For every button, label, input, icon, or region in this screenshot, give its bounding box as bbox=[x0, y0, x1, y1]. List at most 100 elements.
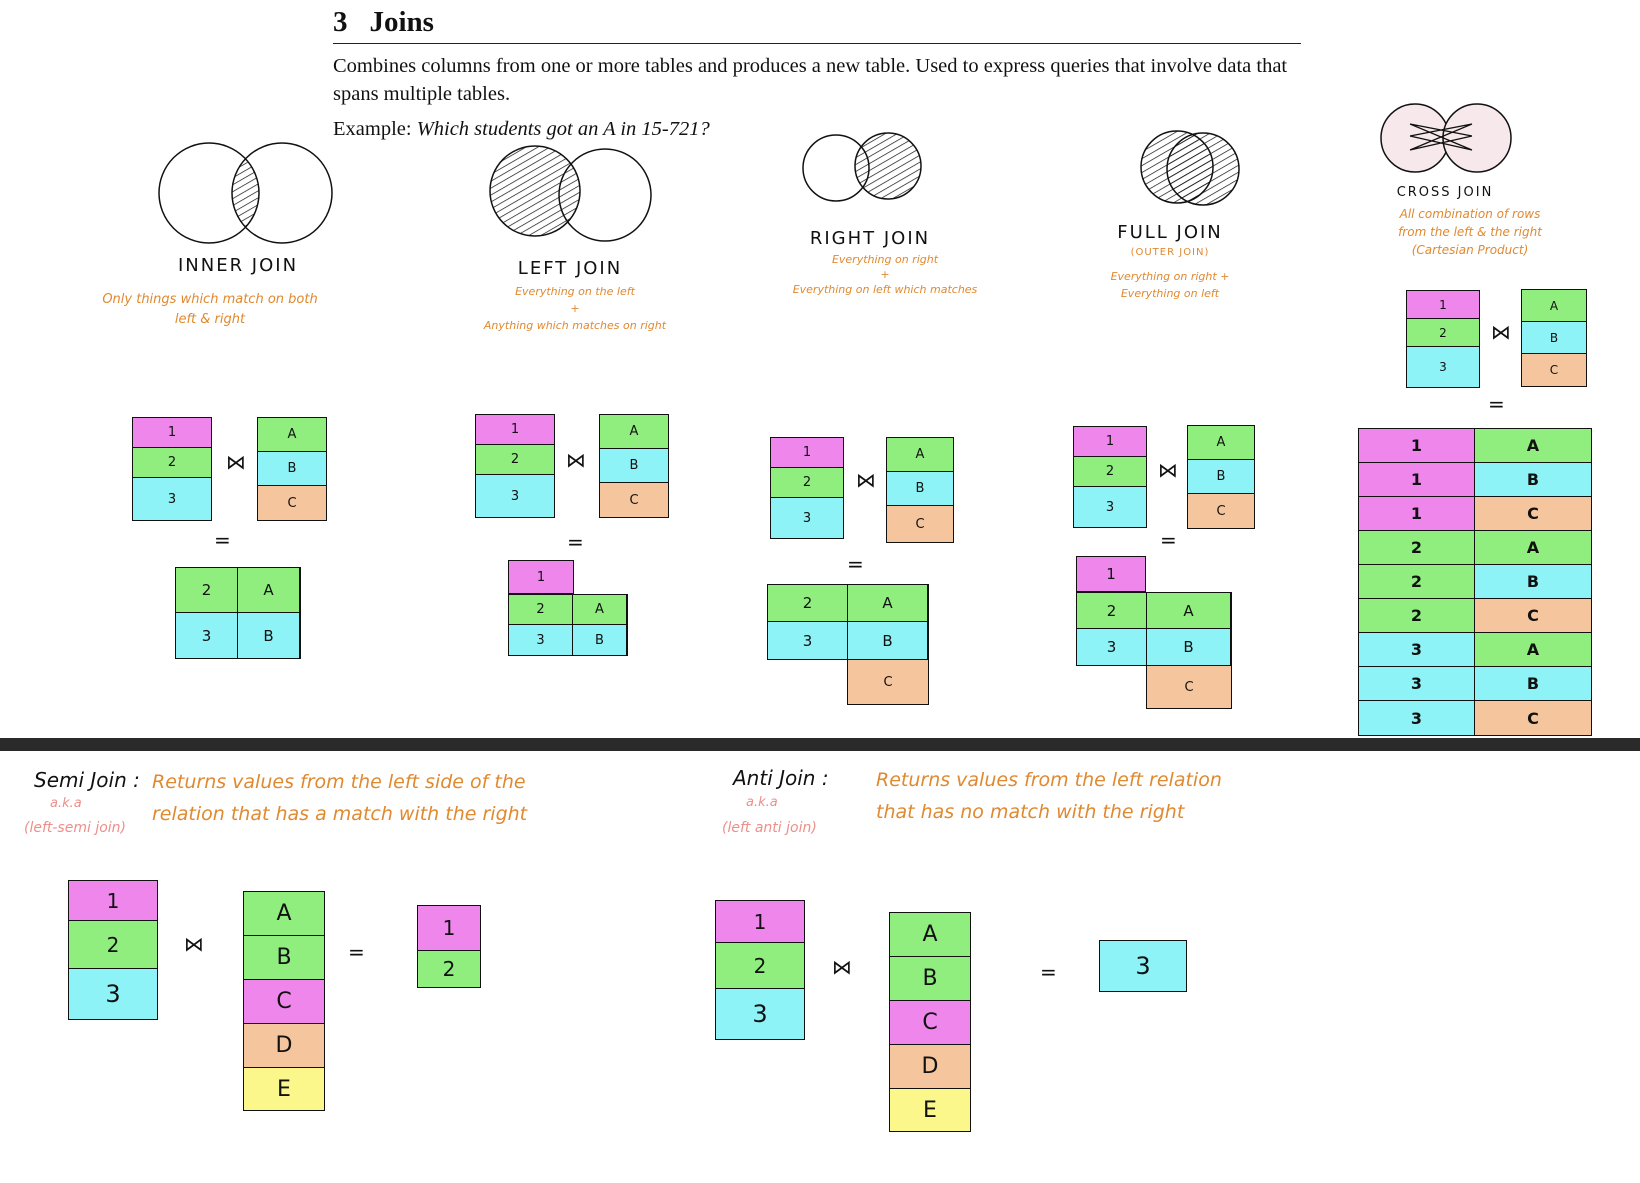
table-cell: 3 bbox=[1100, 941, 1186, 991]
full-join-venn bbox=[1140, 130, 1240, 206]
table-cell: C bbox=[890, 1001, 970, 1045]
full-join-result-table: 2 A 3 B bbox=[1076, 592, 1232, 666]
table-cell: A bbox=[244, 892, 324, 936]
inner-join-right-table: A B C bbox=[257, 417, 327, 521]
left-join-result-unmatched: 1 bbox=[508, 560, 574, 594]
left-join-desc: Everything on the left + Anything which … bbox=[470, 283, 680, 334]
table-cell: B bbox=[1188, 460, 1254, 494]
cross-join-title: CROSS JOIN bbox=[1396, 185, 1494, 200]
table-cell: 3 bbox=[176, 613, 238, 658]
section-divider bbox=[0, 738, 1640, 751]
semi-join-title: Semi Join : bbox=[34, 768, 140, 792]
table-cell: 3 bbox=[1359, 701, 1475, 735]
table-cell: C bbox=[1188, 494, 1254, 528]
table-cell: A bbox=[848, 585, 928, 622]
semi-join-operator: ⋈ bbox=[184, 932, 204, 956]
cross-join-desc-line1: All combination of rows bbox=[1399, 207, 1541, 221]
left-join-desc-plus: + bbox=[570, 302, 580, 315]
table-cell: 1 bbox=[418, 906, 480, 951]
left-join-venn bbox=[489, 145, 652, 242]
table-cell: 3 bbox=[133, 478, 211, 520]
table-cell: 3 bbox=[1359, 633, 1475, 667]
equals-sign: = bbox=[1160, 528, 1177, 552]
table-cell: C bbox=[1522, 354, 1586, 386]
table-cell: 3 bbox=[771, 498, 843, 538]
table-cell: 3 bbox=[768, 622, 848, 659]
table-cell: 3 bbox=[1407, 347, 1479, 387]
table-cell: E bbox=[244, 1068, 324, 1110]
inner-join-desc-line1: Only things which match on both bbox=[102, 292, 318, 307]
full-join-desc-line1: Everything on right + bbox=[1110, 270, 1230, 283]
table-cell: A bbox=[1147, 593, 1231, 629]
table-cell: B bbox=[1475, 667, 1591, 701]
anti-join-desc-line1: Returns values from the left relation bbox=[876, 769, 1222, 791]
table-cell: A bbox=[1188, 426, 1254, 460]
join-operator: ⋈ bbox=[1158, 458, 1178, 482]
table-cell: 1 bbox=[509, 561, 573, 593]
full-join-left-table: 1 2 3 bbox=[1073, 426, 1147, 528]
cross-join-left-table: 1 2 3 bbox=[1406, 290, 1480, 388]
table-cell: C bbox=[1475, 599, 1591, 633]
table-cell: 1 bbox=[1359, 497, 1475, 531]
table-cell: 2 bbox=[716, 943, 804, 989]
table-cell: 1 bbox=[1077, 557, 1145, 591]
inner-join-title: INNER JOIN bbox=[177, 255, 299, 276]
table-cell: D bbox=[244, 1024, 324, 1068]
left-join-desc-line1: Everything on the left bbox=[515, 285, 635, 298]
join-operator: ⋈ bbox=[856, 468, 876, 492]
section-number: 3 bbox=[333, 6, 348, 38]
right-join-desc-line1: Everything on right bbox=[831, 253, 939, 266]
table-cell: B bbox=[848, 622, 928, 659]
semi-join-desc-line2: relation that has a match with the right bbox=[152, 803, 528, 825]
table-cell: 2 bbox=[1074, 457, 1146, 487]
right-join-result-unmatched: C bbox=[847, 659, 929, 705]
full-join-right-table: A B C bbox=[1187, 425, 1255, 529]
inner-join-desc: Only things which match on both left & r… bbox=[60, 290, 360, 330]
table-cell: 3 bbox=[716, 989, 804, 1039]
semi-join-desc: Returns values from the left side of the… bbox=[152, 766, 527, 830]
table-cell: B bbox=[1475, 565, 1591, 599]
table-cell: 2 bbox=[509, 595, 573, 625]
table-cell: E bbox=[890, 1089, 970, 1131]
table-cell: A bbox=[1475, 531, 1591, 565]
table-cell: 1 bbox=[716, 901, 804, 943]
anti-join-title: Anti Join : bbox=[733, 766, 829, 790]
cross-join-desc: All combination of rows from the left & … bbox=[1350, 205, 1590, 259]
anti-join-right-table: A B C D E bbox=[889, 912, 971, 1132]
table-cell: A bbox=[1475, 633, 1591, 667]
right-join-desc-plus: + bbox=[880, 268, 890, 281]
equals-sign: = bbox=[1040, 960, 1057, 984]
semi-join-alias: (left-semi join) bbox=[24, 820, 126, 836]
table-cell: 2 bbox=[771, 468, 843, 498]
table-cell: 1 bbox=[1074, 427, 1146, 457]
table-cell: A bbox=[1522, 290, 1586, 322]
table-cell: A bbox=[1475, 429, 1591, 463]
table-cell: 2 bbox=[1359, 531, 1475, 565]
table-cell: 1 bbox=[771, 438, 843, 468]
table-cell: C bbox=[1475, 701, 1591, 735]
right-join-desc-line2: Everything on left which matches bbox=[792, 283, 978, 296]
table-cell: 3 bbox=[509, 625, 573, 655]
equals-sign: = bbox=[1488, 392, 1505, 416]
anti-join-name: Anti Join bbox=[733, 766, 816, 790]
table-cell: C bbox=[887, 506, 953, 542]
table-cell: C bbox=[244, 980, 324, 1024]
table-cell: B bbox=[1475, 463, 1591, 497]
venn-diagrams bbox=[158, 103, 1512, 244]
anti-join-aka: a.k.a bbox=[746, 795, 778, 810]
table-cell: B bbox=[573, 625, 627, 655]
semi-join-aka: a.k.a bbox=[50, 796, 82, 811]
left-join-title: LEFT JOIN bbox=[517, 258, 623, 279]
table-cell: 2 bbox=[1359, 599, 1475, 633]
table-cell: 1 bbox=[133, 418, 211, 448]
semi-join-colon: : bbox=[133, 768, 140, 792]
table-cell: B bbox=[600, 449, 668, 483]
anti-join-desc-line2: that has no match with the right bbox=[876, 801, 1185, 823]
cross-join-venn bbox=[1380, 103, 1512, 173]
table-cell: 3 bbox=[476, 475, 554, 517]
inner-join-venn bbox=[158, 142, 333, 244]
semi-join-left-table: 1 2 3 bbox=[68, 880, 158, 1020]
table-cell: D bbox=[890, 1045, 970, 1089]
table-cell: C bbox=[600, 483, 668, 517]
